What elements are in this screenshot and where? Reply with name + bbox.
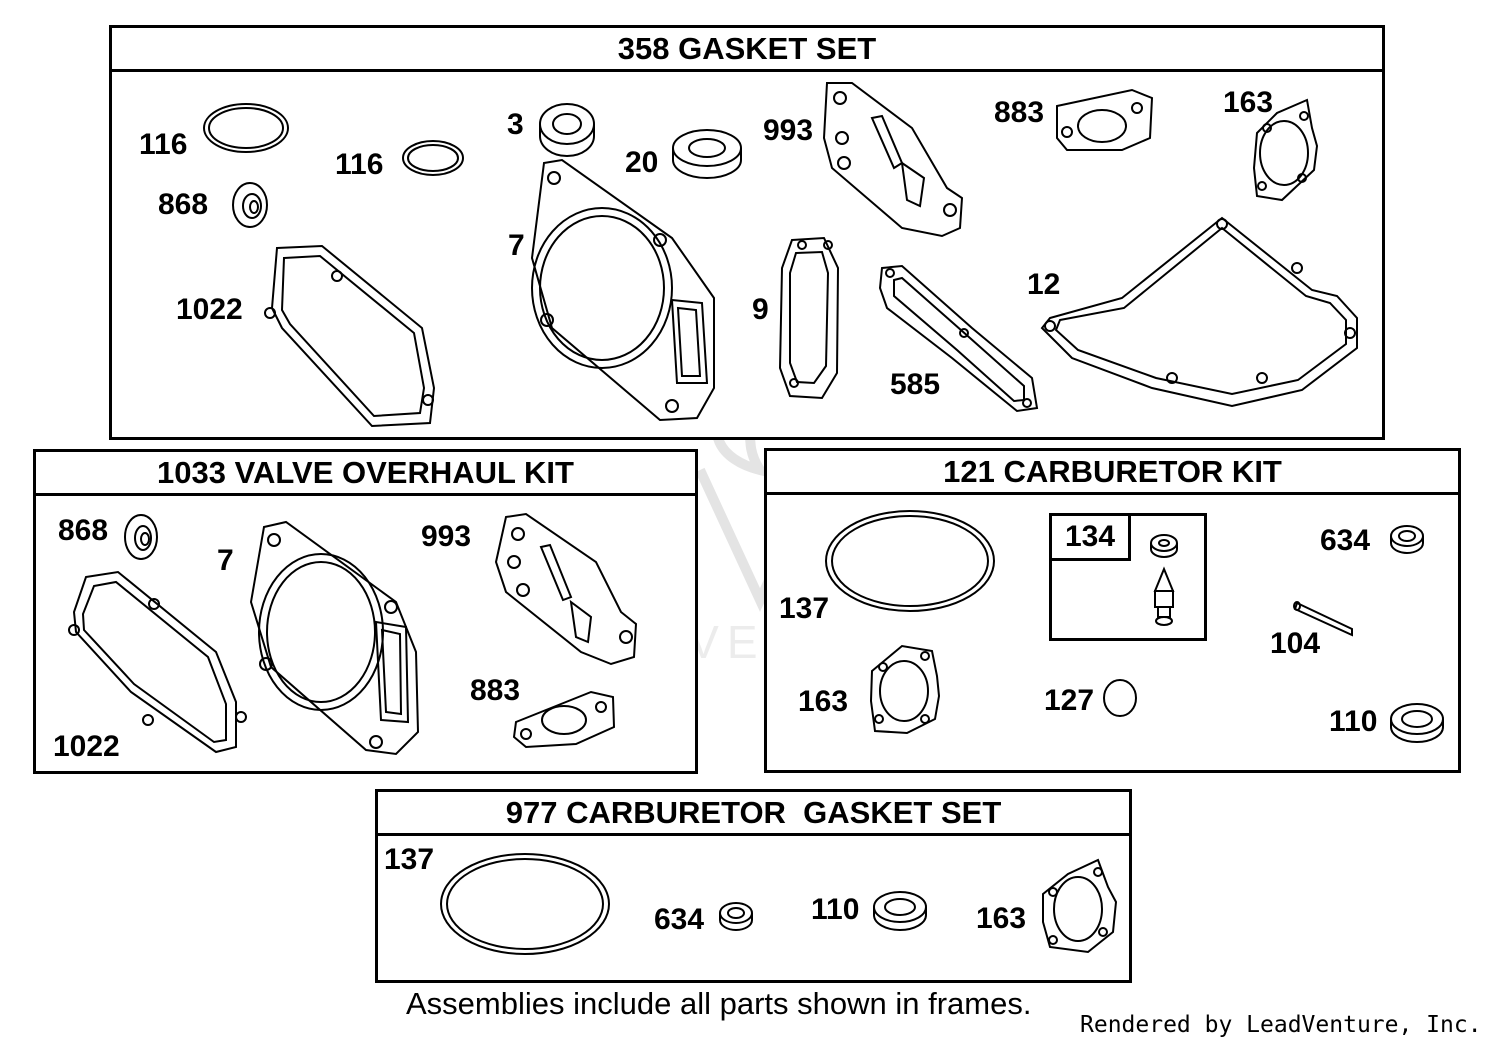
callout-868: 868 xyxy=(58,514,109,547)
frame-carburetor-kit: 121 CARBURETOR KIT xyxy=(764,448,1461,773)
inlet-needle-134 xyxy=(1153,566,1175,626)
carb-gasket-parts xyxy=(440,853,1118,955)
welch-plug-127 xyxy=(1103,679,1137,717)
carb-gasket-883 xyxy=(512,690,616,749)
gasket-163 xyxy=(869,644,941,735)
callout-634: 634 xyxy=(654,903,705,936)
sub-assembly-134-frame: 134 xyxy=(1049,513,1207,641)
o-ring-116-large xyxy=(203,103,289,153)
callout-163: 163 xyxy=(1223,86,1274,119)
o-ring-137 xyxy=(440,853,610,955)
callout-634: 634 xyxy=(1320,524,1371,557)
callout-585: 585 xyxy=(890,368,941,401)
callout-110: 110 xyxy=(811,893,860,926)
gasket-163 xyxy=(1252,98,1319,202)
gasket-1022 xyxy=(68,570,247,754)
callout-104: 104 xyxy=(1270,627,1321,660)
frame-title: 121 CARBURETOR KIT xyxy=(767,451,1458,495)
callout-7: 7 xyxy=(217,544,234,577)
callout-1022: 1022 xyxy=(176,293,243,326)
frame-title: 358 GASKET SET xyxy=(112,28,1382,72)
callout-116-large: 116 xyxy=(139,128,188,161)
frame-title: 977 CARBURETOR GASKET SET xyxy=(378,792,1129,836)
callout-883: 883 xyxy=(470,674,521,707)
callout-3: 3 xyxy=(507,108,524,141)
frame-carb-gasket-set: 977 CARBURETOR GASKET SET 137 634 110 16… xyxy=(375,789,1132,983)
footnote: Assemblies include all parts shown in fr… xyxy=(406,986,1032,1021)
carb-kit-parts xyxy=(825,510,1444,743)
oil-seal-3 xyxy=(539,103,595,157)
valve-seal-868 xyxy=(232,182,268,228)
callout-116-small: 116 xyxy=(335,148,384,181)
washer-110 xyxy=(1390,703,1444,743)
callout-163: 163 xyxy=(976,902,1027,935)
pin-104 xyxy=(1293,601,1353,637)
frame-title: 1033 VALVE OVERHAUL KIT xyxy=(36,452,695,496)
callout-12: 12 xyxy=(1027,268,1061,301)
carb-gasket-883 xyxy=(1056,88,1154,151)
render-credit: Rendered by LeadVenture, Inc. xyxy=(1080,1012,1482,1038)
oil-seal-20 xyxy=(672,129,742,179)
washer-634 xyxy=(1390,525,1424,554)
gasket-1022 xyxy=(264,244,436,428)
gasket-585 xyxy=(878,264,1039,413)
washer-634 xyxy=(719,902,753,931)
valve-seal-868 xyxy=(124,514,158,560)
valve-kit-parts xyxy=(68,512,638,756)
callout-137: 137 xyxy=(779,592,830,625)
callout-137: 137 xyxy=(384,843,435,876)
breather-plate-993 xyxy=(822,82,964,238)
gasket-163 xyxy=(1042,858,1118,954)
head-gasket-7 xyxy=(530,158,715,422)
callout-20: 20 xyxy=(625,146,659,179)
callout-1022: 1022 xyxy=(53,730,120,763)
callout-9: 9 xyxy=(752,293,769,326)
o-ring-137 xyxy=(825,510,995,612)
crankcase-gasket-12 xyxy=(1040,216,1358,408)
callout-883: 883 xyxy=(994,96,1045,129)
frame-valve-overhaul-kit: 1033 VALVE OVERHAUL KIT xyxy=(33,449,698,774)
callout-868: 868 xyxy=(158,188,209,221)
breather-plate-993 xyxy=(494,512,638,666)
seat-134 xyxy=(1150,534,1178,558)
frame-gasket-set: 358 GASKET SET xyxy=(109,25,1385,440)
sub-assembly-134-label: 134 xyxy=(1049,513,1131,561)
callout-993: 993 xyxy=(421,520,472,553)
callout-110: 110 xyxy=(1329,705,1378,738)
callout-163: 163 xyxy=(798,685,849,718)
washer-110 xyxy=(873,891,927,931)
callout-993: 993 xyxy=(763,114,814,147)
gasket-9 xyxy=(778,236,840,400)
callout-127: 127 xyxy=(1044,684,1095,717)
callout-7: 7 xyxy=(508,229,525,262)
o-ring-116-small xyxy=(402,140,464,176)
gasket-set-parts xyxy=(203,82,1358,428)
head-gasket-7 xyxy=(249,520,420,756)
